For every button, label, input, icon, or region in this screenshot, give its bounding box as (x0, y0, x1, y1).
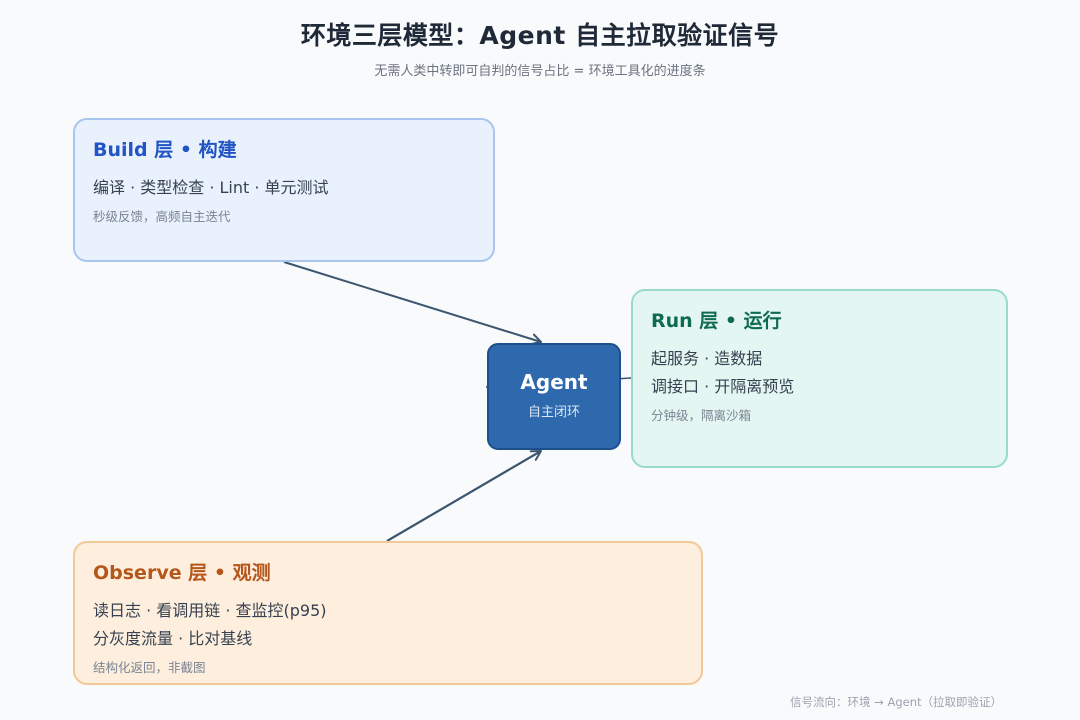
run-layer-line: 起服务 · 造数据 (651, 349, 763, 368)
build-layer-box: Build 层 • 构建 编译 · 类型检查 · Lint · 单元测试 秒级反… (73, 118, 495, 262)
observe-layer-title: Observe 层 • 观测 (93, 562, 271, 584)
run-layer-line: 调接口 · 开隔离预览 (651, 377, 795, 396)
arrow-build-to-agent (283, 261, 542, 346)
run-layer-title: Run 层 • 运行 (651, 310, 782, 332)
build-layer-title: Build 层 • 构建 (93, 139, 237, 161)
observe-layer-box: Observe 层 • 观测 读日志 · 看调用链 · 查监控(p95) 分灰度… (73, 541, 703, 685)
observe-layer-line: 分灰度流量 · 比对基线 (93, 629, 253, 648)
observe-layer-note: 结构化返回，非截图 (93, 660, 206, 675)
run-layer-note: 分钟级，隔离沙箱 (651, 408, 752, 423)
diagram-subtitle: 无需人类中转即可自判的信号占比 = 环境工具化的进度条 (374, 64, 706, 79)
agent-node: Agent 自主闭环 (487, 343, 621, 450)
arrow-observe-to-agent (386, 450, 542, 542)
build-layer-line: 编译 · 类型检查 · Lint · 单元测试 (93, 178, 329, 197)
build-layer-note: 秒级反馈，高频自主迭代 (93, 209, 231, 224)
agent-title: Agent (520, 370, 588, 394)
agent-subtitle: 自主闭环 (527, 405, 580, 420)
signal-flow-caption: 信号流向：环境 → Agent（拉取即验证） (790, 695, 1002, 709)
run-layer-box: Run 层 • 运行 起服务 · 造数据 调接口 · 开隔离预览 分钟级，隔离沙… (631, 289, 1008, 468)
observe-layer-line: 读日志 · 看调用链 · 查监控(p95) (93, 601, 327, 620)
diagram-title: 环境三层模型：Agent 自主拉取验证信号 (300, 21, 780, 50)
